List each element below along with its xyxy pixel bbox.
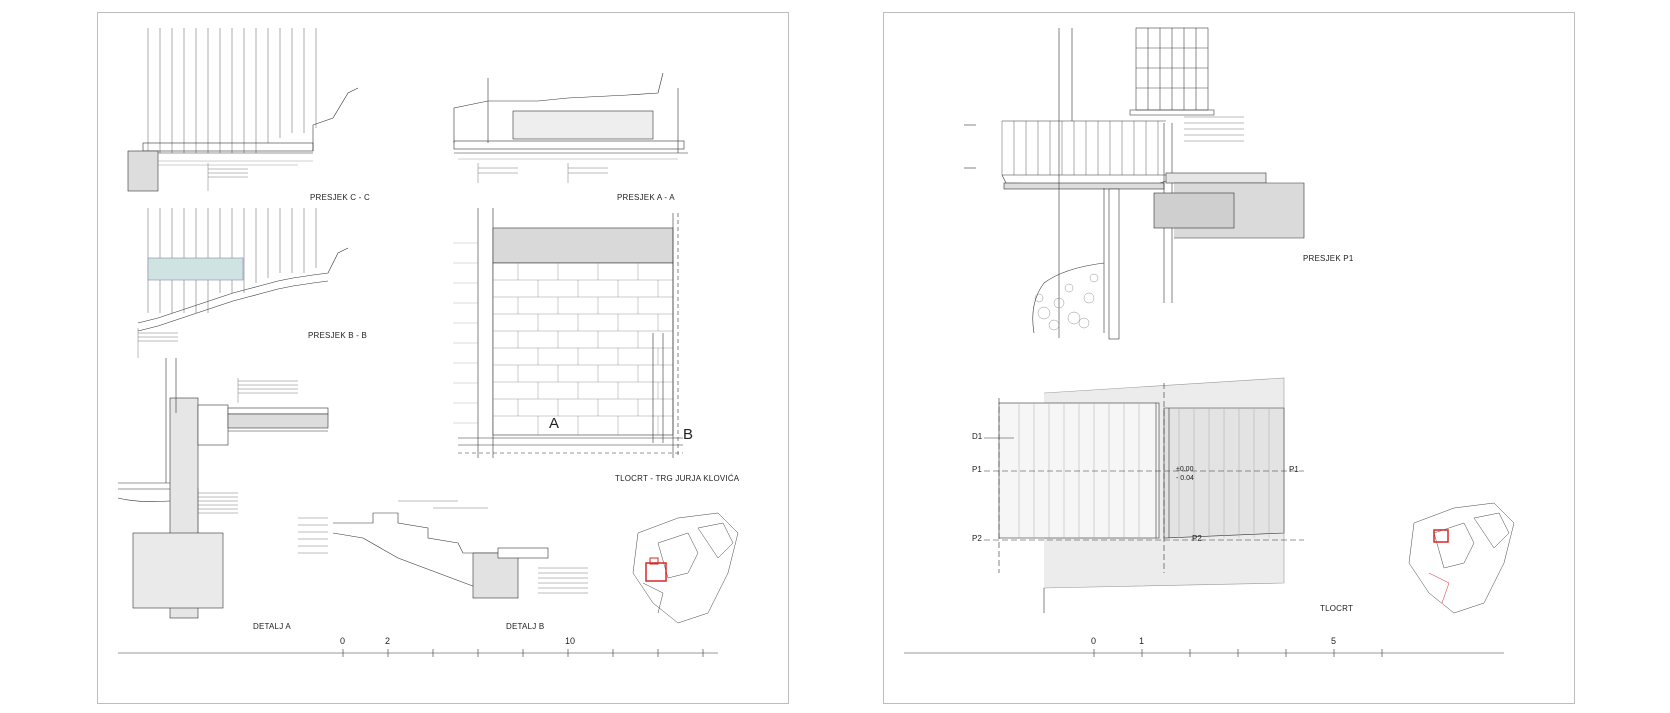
section-aa-drawing — [453, 72, 688, 183]
label-presjek-bb: PRESJEK B - B — [308, 331, 368, 340]
section-bb-drawing — [137, 208, 349, 358]
scale-r-0: 0 — [1091, 636, 1097, 646]
window-elevation — [1129, 27, 1215, 116]
scale-r-1: 1 — [1139, 636, 1145, 646]
label-tlocrt: TLOCRT — [1320, 604, 1354, 613]
label-p1-left: P1 — [972, 465, 982, 474]
label-presjek-cc: PRESJEK C - C — [310, 193, 370, 202]
detail-b-drawing — [298, 500, 588, 599]
label-detalj-a: DETALJ A — [253, 622, 291, 631]
label-presjek-p1: PRESJEK P1 — [1303, 254, 1354, 263]
label-presjek-aa: PRESJEK A - A — [617, 193, 675, 202]
label-level: ±0.00 — [1176, 466, 1194, 473]
scale-10: 10 — [565, 636, 576, 646]
marker-a: A — [549, 415, 560, 432]
label-p1-right: P1 — [1289, 465, 1299, 474]
label-d1: D1 — [972, 432, 983, 441]
scale-2: 2 — [385, 636, 391, 646]
left-drawing-sheet: PRESJEK C - C PRESJEK A - A PRESJEK B - … — [97, 12, 789, 704]
location-map-right — [1408, 502, 1515, 614]
plan-trg-drawing — [453, 208, 683, 458]
section-p1-drawing — [964, 28, 1305, 340]
scale-0: 0 — [340, 636, 346, 646]
label-p2-right: P2 — [1192, 534, 1202, 543]
label-tlocrt-trg: TLOCRT - TRG JURJA KLOVIĆA — [615, 474, 740, 483]
marker-b: B — [683, 426, 694, 443]
right-sheet-drawings — [904, 27, 1515, 657]
plan-tlocrt-drawing — [984, 377, 1304, 613]
label-p2-left: P2 — [972, 534, 982, 543]
detail-a-drawing — [117, 358, 329, 619]
section-cc-drawing — [127, 28, 359, 192]
location-map-left — [632, 512, 739, 624]
label-detalj-b: DETALJ B — [506, 622, 545, 631]
left-sheet-drawings — [117, 28, 739, 657]
scale-bar-left — [118, 649, 718, 657]
scale-r-5: 5 — [1331, 636, 1337, 646]
label-level2: - 0.04 — [1176, 475, 1194, 482]
scale-bar-right — [904, 649, 1504, 657]
right-drawing-sheet: PRESJEK P1 TLOCRT P1 P1 P2 P2 D1 ±0.00 -… — [883, 12, 1575, 704]
